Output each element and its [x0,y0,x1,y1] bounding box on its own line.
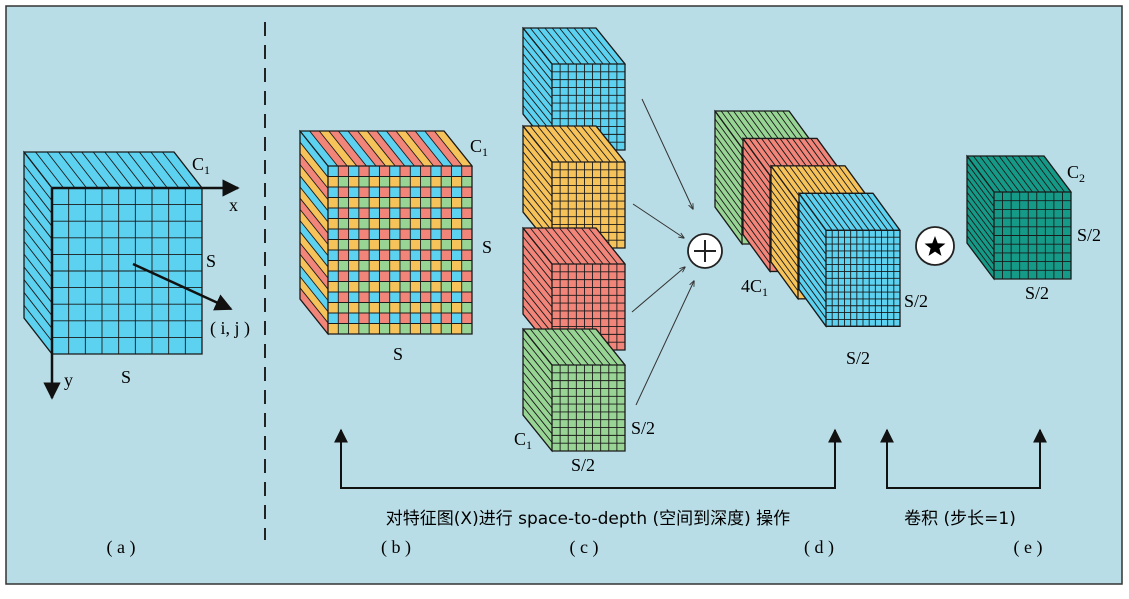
arrow-red-to-concat [631,267,685,313]
label-a-y-axis: y [64,370,73,390]
pixel-arrow [132,262,233,311]
caption-conv: 卷积 (步长=1) [904,509,1016,529]
label-d-channel: 4C1 [741,276,768,299]
cube-d-concatenated [714,109,901,328]
panel-label-e: ( e ) [1014,537,1043,558]
panel-label-b: ( b ) [381,537,411,558]
panel-label-d: ( d ) [804,537,834,558]
label-a-channel: C1 [192,154,210,177]
label-a-x-axis: x [229,195,238,215]
label-b-channel: C1 [470,136,488,159]
label-c-size-right: S/2 [631,418,655,438]
bracket-space-to-depth [334,428,842,489]
arrow-blue-to-concat [641,98,693,209]
label-a-size-right: S [206,251,216,271]
label-a-pixel: ( i, j ) [210,318,250,339]
cube-b-interleaved-map [298,129,474,336]
caption-space-to-depth: 对特征图(X)进行 space-to-depth (空间到深度) 操作 [386,509,790,529]
label-c-size-bottom: S/2 [571,455,595,475]
circle-plus-icon [687,233,723,269]
label-a-size-bottom: S [121,367,131,387]
cube-e-conv-output [966,154,1072,281]
label-e-size-bottom: S/2 [1025,283,1049,303]
black-star-icon [915,226,955,266]
label-d-size-right: S/2 [904,291,928,311]
label-b-size-bottom: S [393,344,403,364]
cube-c-green-slice [521,327,627,453]
label-d-size-bottom: S/2 [846,348,870,368]
panel-label-a: ( a ) [107,537,136,558]
cube-c-orange-slice [521,124,627,250]
cube-a-feature-map [22,150,204,356]
label-e-channel: C2 [1067,162,1085,185]
label-e-size-right: S/2 [1077,225,1101,245]
panel-label-c: ( c ) [570,537,599,558]
bracket-conv [880,428,1047,489]
arrow-green-to-concat [635,281,694,406]
label-b-size-right: S [482,237,492,257]
label-c-channel: C1 [514,429,532,452]
arrow-orange-to-concat [632,203,684,238]
cube-c-blue-slice [521,26,627,152]
